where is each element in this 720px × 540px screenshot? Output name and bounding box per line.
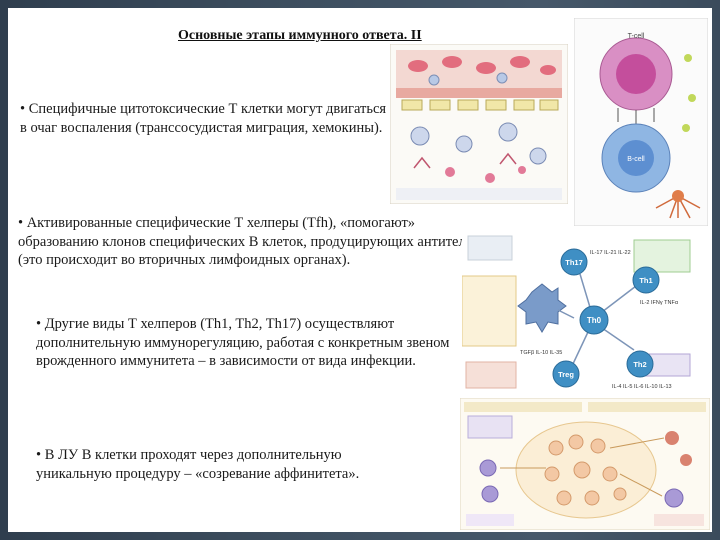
th1-cytokines: IL-2 IFNγ TNFα — [640, 300, 679, 306]
treg-label: Treg — [558, 370, 574, 379]
th-differentiation-figure: Th0 Th17 IL-17 IL-21 IL-22 Th1 IL-2 IFNγ… — [462, 232, 692, 396]
slide-frame: Основные этапы иммунного ответа. II • Сп… — [8, 8, 712, 532]
th2-label: Th2 — [633, 360, 646, 369]
th0-label: Th0 — [587, 316, 602, 325]
paragraph-tfh: • Активированные специфические Т хелперы… — [18, 215, 473, 268]
paragraph-th-subsets: • Другие виды Т хелперов (Th1, Th2, Th17… — [36, 316, 450, 369]
paragraph-affinity: • В ЛУ В клетки проходят через дополните… — [36, 447, 360, 482]
migration-figure — [390, 44, 568, 204]
germinal-center-figure — [460, 398, 710, 530]
th2-cytokines: IL-4 IL-5 IL-6 IL-10 IL-13 — [612, 384, 672, 390]
slide-title: Основные этапы иммунного ответа. II — [178, 28, 422, 43]
b-cell-label: B-cell — [627, 156, 645, 163]
paragraph-cytotoxic: • Специфичные цитотоксические Т клетки м… — [20, 101, 387, 136]
treg-cytokines: TGFβ IL-10 IL-35 — [520, 350, 562, 356]
tb-interaction-figure: T-cell B-cell — [574, 18, 708, 226]
t-cell-label: T-cell — [628, 33, 645, 40]
th17-label: Th17 — [565, 258, 583, 267]
th17-cytokines: IL-17 IL-21 IL-22 — [590, 250, 631, 256]
th1-label: Th1 — [639, 276, 652, 285]
